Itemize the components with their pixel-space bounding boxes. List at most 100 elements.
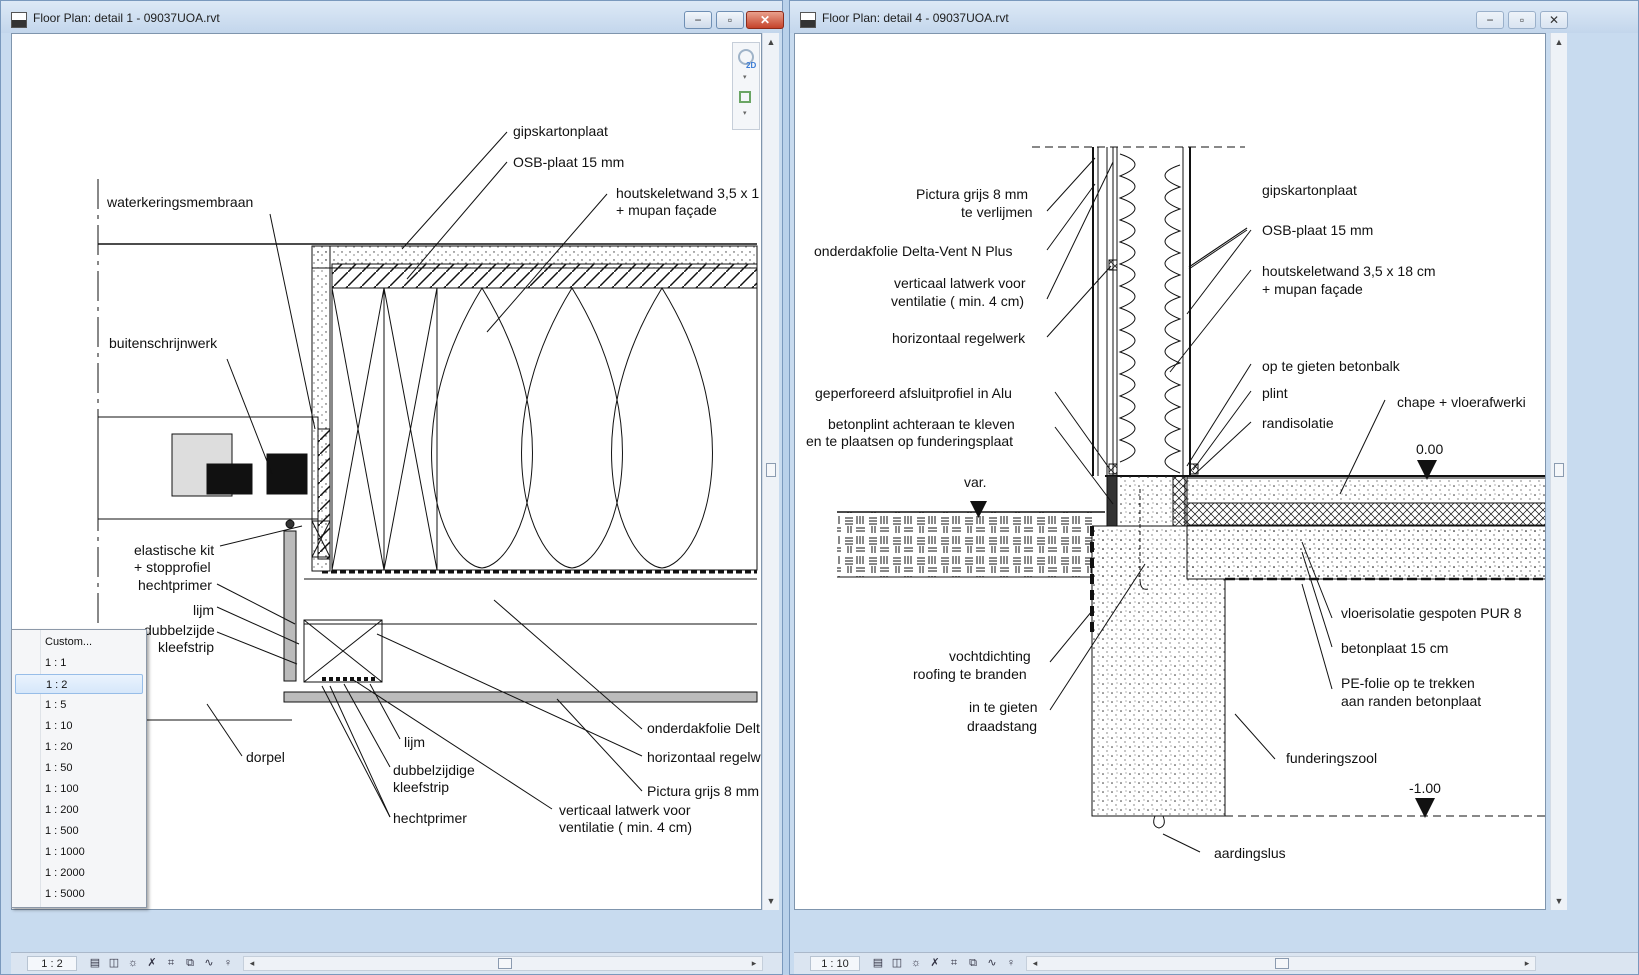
label-ventilatie: ventilatie ( min. 4 cm) — [891, 293, 1024, 309]
zoom-icon[interactable] — [739, 91, 751, 103]
label-betonbalk: op te gieten betonbalk — [1262, 358, 1401, 374]
label-funderingsplaat: en te plaatsen op funderingsplaat — [806, 433, 1013, 449]
chevron-down-icon[interactable]: ▾ — [743, 110, 747, 117]
label-randen-betonplaat: aan randen betonplaat — [1341, 693, 1481, 709]
label-vochtdichting: vochtdichting — [949, 648, 1031, 664]
label-kleefstrip-bottom: kleefstrip — [393, 779, 449, 795]
right-view-control-bar: 1 : 10 ▤ ◫ ☼ ✗ ⌗ ⧉ ∿ ♀ ◂ ▸ — [794, 952, 1638, 974]
right-view-window[interactable]: Floor Plan: detail 4 - 09037UOA.rvt − ▫ … — [789, 0, 1639, 975]
menu-item-1-1000[interactable]: 1 : 1000 — [45, 846, 85, 858]
label-pictura: Pictura grijs 8 mm — [647, 783, 759, 799]
label-dorpel: dorpel — [246, 749, 285, 765]
label-randisolatie: randisolatie — [1262, 415, 1334, 431]
close-button[interactable]: ✕ — [1540, 11, 1568, 29]
menu-item-1-200[interactable]: 1 : 200 — [45, 804, 79, 816]
label-osb-plaat: OSB-plaat 15 mm — [513, 154, 624, 170]
detail-level-icon[interactable]: ▤ — [89, 957, 101, 969]
view-scale-button[interactable]: 1 : 2 — [27, 956, 77, 971]
scroll-right-arrow[interactable]: ▸ — [751, 958, 757, 968]
temporary-hide-icon[interactable]: ∿ — [987, 957, 997, 969]
label-osb-plaat: OSB-plaat 15 mm — [1262, 222, 1373, 238]
sun-path-icon[interactable]: ☼ — [910, 957, 922, 969]
label-roofing: roofing te branden — [913, 666, 1027, 682]
label-houtskeletwand-2: + mupan façade — [616, 202, 717, 218]
menu-item-custom[interactable]: Custom... — [45, 636, 93, 648]
show-crop-region-icon[interactable]: ⧉ — [186, 957, 194, 969]
scroll-right-arrow[interactable]: ▸ — [1524, 958, 1530, 968]
menu-item-1-1[interactable]: 1 : 1 — [45, 657, 67, 669]
scroll-left-arrow[interactable]: ◂ — [1032, 958, 1038, 968]
label-betonplint: betonplint achteraan te kleven — [828, 416, 1015, 432]
shadows-icon[interactable]: ✗ — [147, 957, 157, 969]
shadows-icon[interactable]: ✗ — [930, 957, 940, 969]
close-button[interactable]: ✕ — [746, 11, 784, 29]
label-in-te-gieten: in te gieten — [969, 699, 1038, 715]
menu-item-1-10[interactable]: 1 : 10 — [45, 720, 73, 732]
left-horizontal-scrollbar[interactable]: ◂ ▸ — [243, 956, 763, 971]
scroll-down-arrow[interactable]: ▼ — [766, 896, 776, 906]
scroll-thumb[interactable] — [1554, 463, 1564, 477]
label-dubbelzijdige: dubbelzijdige — [393, 762, 475, 778]
label-horizontaal-regelwerk: horizontaal regelwerk — [892, 330, 1026, 346]
menu-item-1-20[interactable]: 1 : 20 — [45, 741, 73, 753]
label-onderdakfolie: onderdakfolie Delt — [647, 720, 760, 736]
detail-level-icon[interactable]: ▤ — [872, 957, 884, 969]
scroll-down-arrow[interactable]: ▼ — [1554, 896, 1564, 906]
right-title-bar[interactable]: Floor Plan: detail 4 - 09037UOA.rvt − ▫ … — [790, 1, 1638, 33]
left-vertical-scrollbar[interactable]: ▲ ▼ — [762, 33, 779, 910]
revit-file-icon — [800, 12, 816, 28]
right-drawing-canvas[interactable]: Pictura grijs 8 mm te verlijmen onderdak… — [794, 33, 1546, 910]
chevron-down-icon[interactable]: ▾ — [743, 74, 747, 81]
navigation-bar[interactable]: 2D ▾ ▾ — [732, 42, 760, 130]
menu-item-1-5[interactable]: 1 : 5 — [45, 699, 67, 711]
show-crop-region-icon[interactable]: ⧉ — [969, 957, 977, 969]
menu-item-1-500[interactable]: 1 : 500 — [45, 825, 79, 837]
visual-style-icon[interactable]: ◫ — [108, 957, 120, 969]
crop-view-icon[interactable]: ⌗ — [950, 957, 958, 969]
label-lijm-left: lijm — [193, 602, 214, 618]
steering-wheel-icon[interactable] — [738, 49, 754, 65]
temporary-hide-icon[interactable]: ∿ — [204, 957, 214, 969]
label-draadstang: draadstang — [967, 718, 1037, 734]
minimize-button[interactable]: − — [684, 11, 712, 29]
reveal-hidden-icon[interactable]: ♀ — [223, 957, 233, 969]
revit-file-icon — [11, 12, 27, 28]
label-gipskartonplaat: gipskartonplaat — [513, 123, 608, 139]
scroll-up-arrow[interactable]: ▲ — [766, 37, 776, 47]
visual-style-icon[interactable]: ◫ — [891, 957, 903, 969]
view-scale-button[interactable]: 1 : 10 — [810, 956, 860, 971]
label-houtskeletwand: houtskeletwand 3,5 x 18 cm — [1262, 263, 1436, 279]
detail-1-drawing: gipskartonplaat OSB-plaat 15 mm houtskel… — [97, 123, 762, 835]
menu-item-1-2000[interactable]: 1 : 2000 — [45, 867, 85, 879]
horizontal-scroll-thumb[interactable] — [1275, 958, 1289, 969]
label-kleefstrip-left: kleefstrip — [158, 639, 214, 655]
detail-4-drawing: Pictura grijs 8 mm te verlijmen onderdak… — [806, 146, 1545, 861]
label-onderdakfolie: onderdakfolie Delta-Vent N Plus — [814, 243, 1012, 259]
restore-button[interactable]: ▫ — [716, 11, 744, 29]
scroll-thumb[interactable] — [766, 463, 776, 477]
reveal-hidden-icon[interactable]: ♀ — [1006, 957, 1016, 969]
horizontal-scroll-thumb[interactable] — [498, 958, 512, 969]
menu-item-1-5000[interactable]: 1 : 5000 — [45, 888, 85, 900]
2d-badge: 2D — [746, 61, 757, 70]
sun-path-icon[interactable]: ☼ — [127, 957, 139, 969]
label-verticaal-latwerk: verticaal latwerk voor — [559, 802, 691, 818]
label-horizontaal-regelwerk: horizontaal regelw — [647, 749, 762, 765]
right-vertical-scrollbar[interactable]: ▲ ▼ — [1550, 33, 1567, 910]
menu-gutter — [40, 630, 41, 907]
left-title-bar[interactable]: Floor Plan: detail 1 - 09037UOA.rvt − ▫ … — [1, 1, 784, 33]
label-houtskeletwand: houtskeletwand 3,5 x 1 — [616, 185, 759, 201]
minimize-button[interactable]: − — [1476, 11, 1504, 29]
right-horizontal-scrollbar[interactable]: ◂ ▸ — [1026, 956, 1536, 971]
label-aardingslus: aardingslus — [1214, 845, 1286, 861]
label-funderingszool: funderingszool — [1286, 750, 1377, 766]
scroll-up-arrow[interactable]: ▲ — [1554, 37, 1564, 47]
scroll-left-arrow[interactable]: ◂ — [249, 958, 255, 968]
label-vloerisolatie: vloerisolatie gespoten PUR 8 — [1341, 605, 1522, 621]
restore-button[interactable]: ▫ — [1508, 11, 1536, 29]
menu-item-1-2[interactable]: 1 : 2 — [15, 674, 143, 694]
menu-item-1-100[interactable]: 1 : 100 — [45, 783, 79, 795]
menu-item-1-50[interactable]: 1 : 50 — [45, 762, 73, 774]
crop-view-icon[interactable]: ⌗ — [167, 957, 175, 969]
label-buitenschrijnwerk: buitenschrijnwerk — [109, 335, 218, 351]
